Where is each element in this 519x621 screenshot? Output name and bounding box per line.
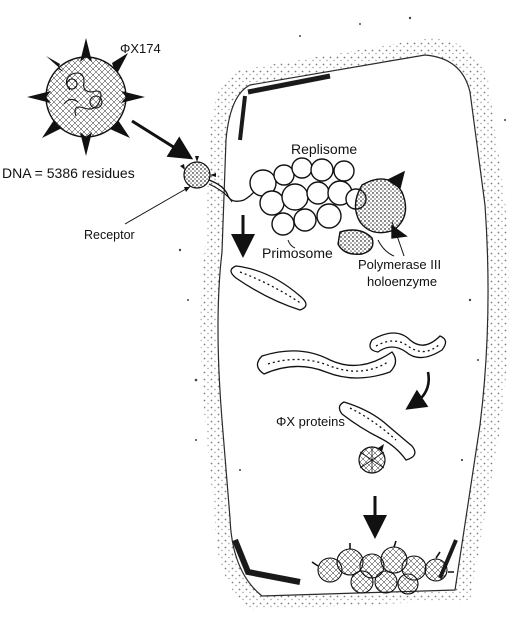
receptor-site	[125, 156, 216, 224]
dna-length-label: DNA = 5386 residues	[2, 166, 135, 181]
replisome-label: Replisome	[291, 142, 357, 157]
receptor-leader	[125, 186, 191, 224]
polymerase-label-line2: holoenzyme	[367, 275, 437, 289]
phage-name-label: ΦX174	[120, 42, 161, 56]
phage-proteins-label: ΦX proteins	[276, 415, 345, 429]
cell-envelope	[179, 17, 509, 610]
polymerase-label-line1: Polymerase III	[358, 258, 441, 272]
primosome-label: Primosome	[262, 246, 333, 261]
infection-arrow	[132, 121, 183, 153]
receptor-label: Receptor	[84, 229, 135, 243]
